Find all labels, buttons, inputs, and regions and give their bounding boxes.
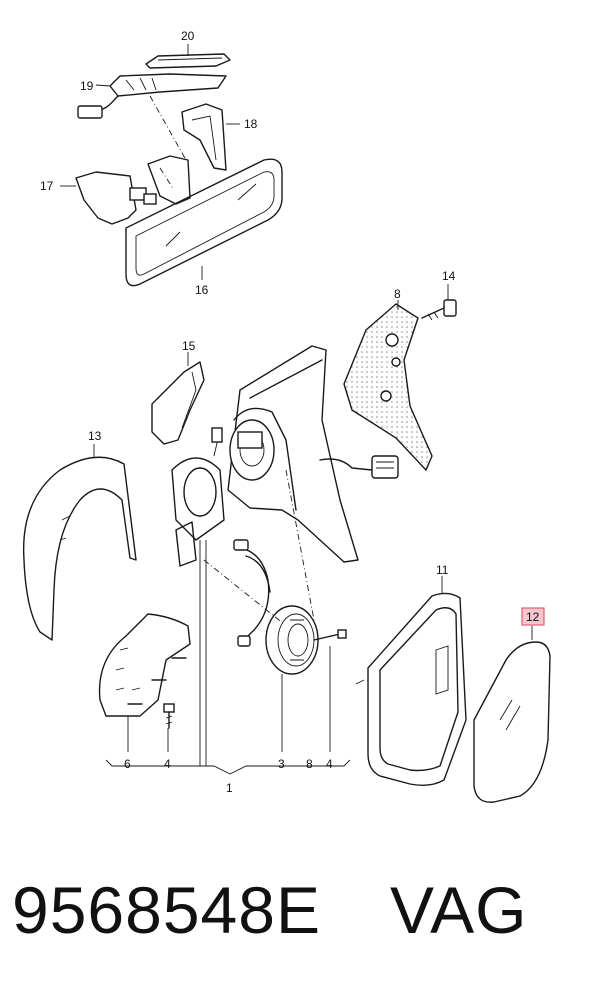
callout-1: 1 [226, 781, 233, 795]
part-14-screw [421, 299, 457, 321]
wiring-harness [233, 539, 271, 647]
callout-4-left: 4 [164, 757, 171, 771]
callout-4-right: 4 [326, 757, 333, 771]
adjuster-motor-assembly [171, 427, 225, 567]
callout-20: 20 [181, 29, 195, 43]
callout-12: 12 [526, 610, 540, 624]
part-13-mirror-cap [22, 456, 137, 641]
part-number: 9568548E [12, 873, 321, 947]
part-4-screw-left [163, 703, 175, 729]
mirror-housing-base [227, 345, 399, 563]
part-16-interior-mirror [125, 158, 283, 287]
callout-11: 11 [436, 563, 449, 577]
callout-18: 18 [244, 117, 258, 131]
part-11-mirror-frame [355, 592, 467, 787]
callout-6: 6 [124, 757, 131, 771]
callout-15: 15 [182, 339, 196, 353]
brand-label: VAG [390, 873, 528, 947]
callout-3: 3 [278, 757, 285, 771]
part-17-trim-cover [75, 155, 191, 225]
callout-16: 16 [195, 283, 209, 297]
part-3-motor [265, 605, 319, 675]
caption: 9568548E VAG [0, 870, 600, 970]
part-15-cap [151, 361, 205, 445]
part-20-cover-strip [145, 53, 231, 69]
part-4-screw-right [313, 629, 347, 641]
callout-17: 17 [40, 179, 54, 193]
exploded-parts-diagram: 20 19 18 17 16 14 8 15 13 11 12 6 4 3 8 … [22, 29, 551, 803]
part-12-mirror-glass [473, 641, 551, 803]
callout-12-highlight [521, 607, 545, 626]
part-18-cover [181, 103, 227, 171]
part-8-mounting-plate [343, 303, 433, 472]
part-6-inner-housing [98, 613, 191, 717]
callout-14: 14 [442, 269, 456, 283]
part-19-bracket-sensor [77, 73, 227, 119]
callout-19: 19 [80, 79, 94, 93]
callout-13: 13 [88, 429, 102, 443]
callout-8-top: 8 [394, 287, 401, 301]
assembly-bracket-part-1 [105, 540, 351, 775]
callout-8-bottom: 8 [306, 757, 313, 771]
